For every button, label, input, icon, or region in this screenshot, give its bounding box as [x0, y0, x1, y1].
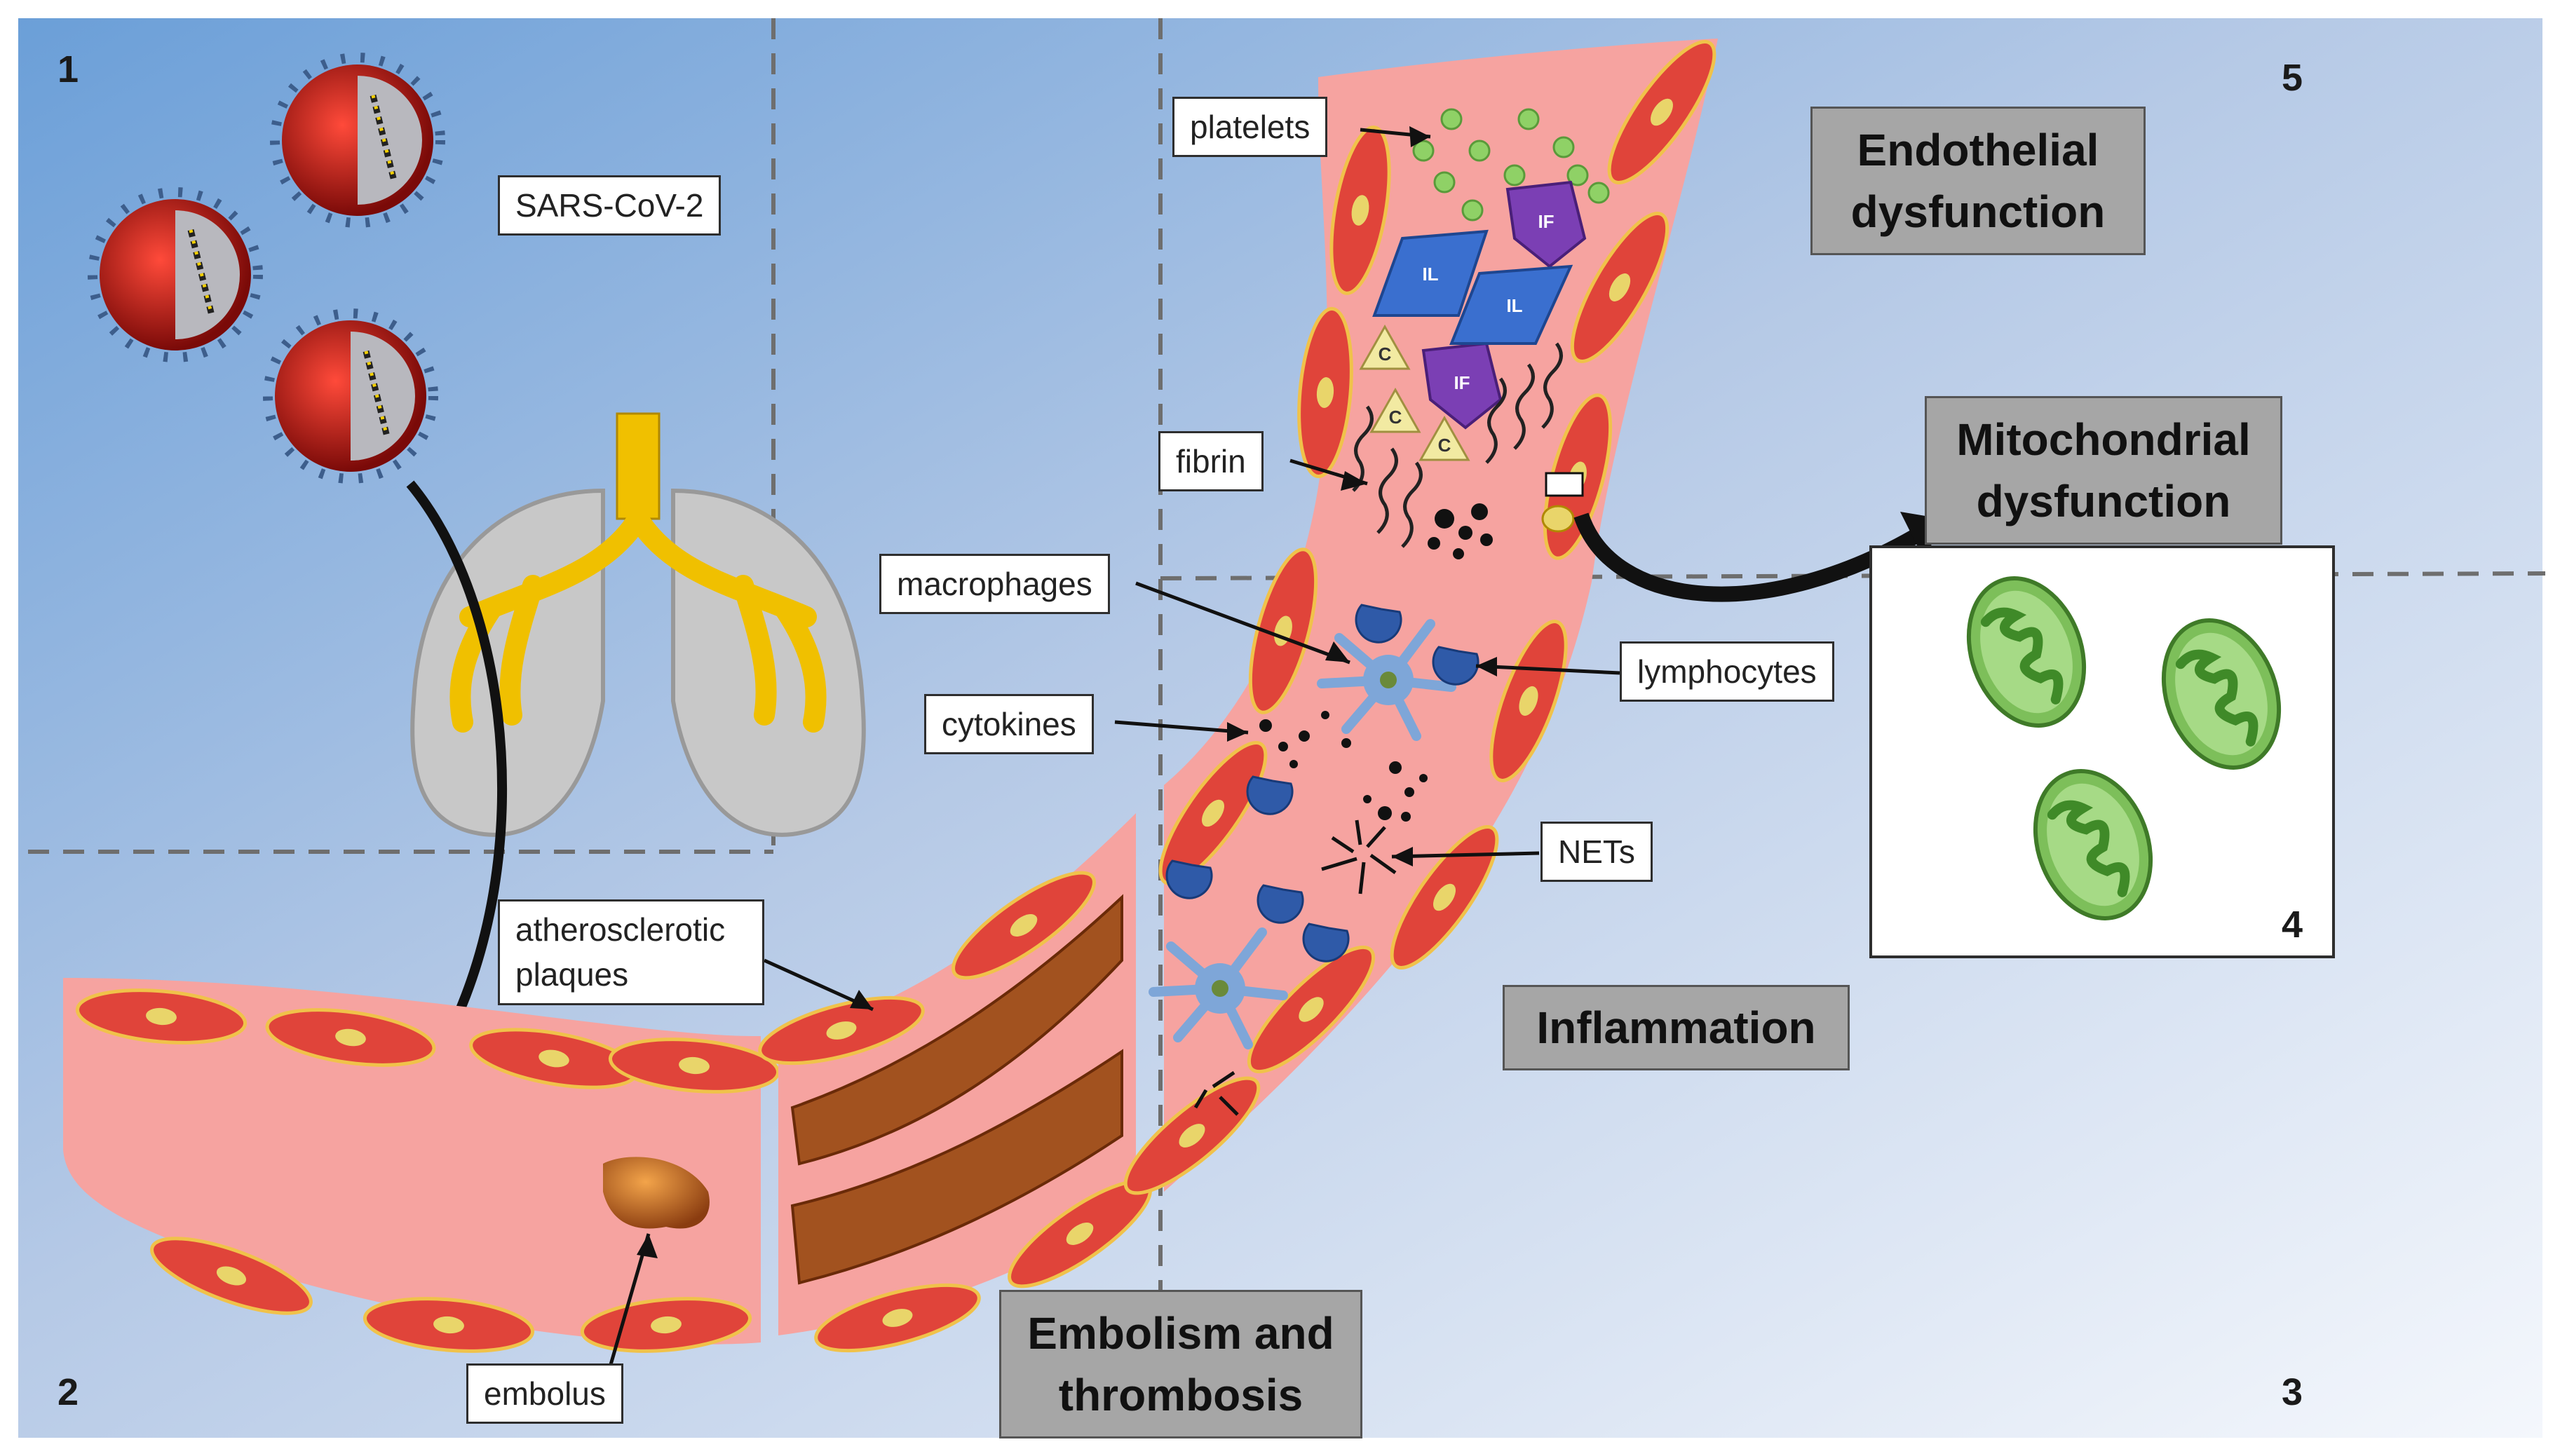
label-platelets: platelets [1172, 97, 1328, 158]
lymphocyte-2 [1432, 646, 1479, 686]
title-inflammation-text: Inflammation [1536, 1002, 1816, 1053]
complement-1: C [1360, 325, 1410, 370]
title-endothelial-dysfunction: Endothelial dysfunction [1810, 107, 2146, 255]
title-embolism-line1: Embolism and [1027, 1307, 1334, 1359]
svg-text:IL: IL [1422, 264, 1438, 285]
interleukin-2: IL [1449, 264, 1573, 345]
pointer-arrowheads [637, 126, 1497, 1258]
lymphocyte-1 [1355, 604, 1402, 644]
label-macrophages: macrophages [879, 554, 1110, 615]
interferon-1: IF [1505, 180, 1587, 268]
title-endothelial-line1: Endothelial [1857, 124, 2099, 175]
particles [1428, 503, 1493, 559]
label-sars-cov-2: SARS-CoV-2 [498, 175, 722, 236]
panel-number-4: 4 [2282, 904, 2303, 946]
complement-2: C [1370, 388, 1421, 433]
title-embolism-thrombosis: Embolism and thrombosis [999, 1290, 1362, 1438]
svg-text:C: C [1438, 435, 1451, 456]
title-inflammation: Inflammation [1503, 985, 1850, 1070]
label-atherosclerotic-plaques: atherosclerotic plaques [498, 899, 764, 1005]
fibrin-strands [1352, 342, 1563, 548]
upper-blood-vessel: IF IF IL IL C C C [1111, 29, 1731, 1209]
lower-blood-vessel [63, 978, 780, 1357]
atherosclerotic-plaque-1 [790, 894, 1123, 1166]
title-mito-line2: dysfunction [1976, 476, 2231, 526]
mitochondria-marker [1545, 472, 1584, 497]
title-embolism-line2: thrombosis [1058, 1370, 1303, 1420]
lungs-illustration [410, 412, 866, 837]
panel-number-2: 2 [57, 1371, 79, 1413]
label-atherosclerotic-line2: plaques [515, 956, 629, 993]
label-nets: NETs [1540, 822, 1653, 883]
cytokine-dots [1259, 711, 1428, 822]
title-mitochondrial-dysfunction: Mitochondrial dysfunction [1925, 396, 2282, 545]
label-lymphocytes: lymphocytes [1620, 641, 1834, 702]
label-fibrin: fibrin [1158, 431, 1264, 492]
complement-3: C [1419, 416, 1470, 461]
panel-number-3: 3 [2282, 1371, 2303, 1413]
svg-text:IF: IF [1454, 372, 1470, 393]
nets-strands [1193, 819, 1397, 1116]
interleukin-1: IL [1372, 229, 1489, 317]
title-endothelial-line2: dysfunction [1850, 186, 2106, 237]
panel-number-5: 5 [2282, 57, 2303, 99]
atherosclerotic-plaque-2 [790, 1049, 1123, 1285]
title-mito-line1: Mitochondrial [1956, 414, 2251, 465]
label-embolus: embolus [466, 1363, 623, 1424]
svg-text:IL: IL [1506, 295, 1522, 316]
mitochondria-arrow [1573, 512, 1925, 602]
lymphocyte-3 [1246, 775, 1294, 815]
panel-number-1: 1 [57, 48, 79, 90]
svg-text:C: C [1379, 343, 1392, 365]
label-cytokines: cytokines [924, 694, 1094, 755]
label-atherosclerotic-line1: atherosclerotic [515, 911, 726, 948]
lymphocyte-5 [1257, 884, 1304, 924]
embolus-clot [603, 1157, 710, 1229]
lymphocyte-4 [1165, 859, 1213, 899]
lymphocyte-6 [1302, 923, 1350, 962]
svg-text:C: C [1389, 407, 1402, 428]
plaque-vessel-segment [754, 813, 1163, 1364]
svg-text:IF: IF [1538, 211, 1554, 232]
